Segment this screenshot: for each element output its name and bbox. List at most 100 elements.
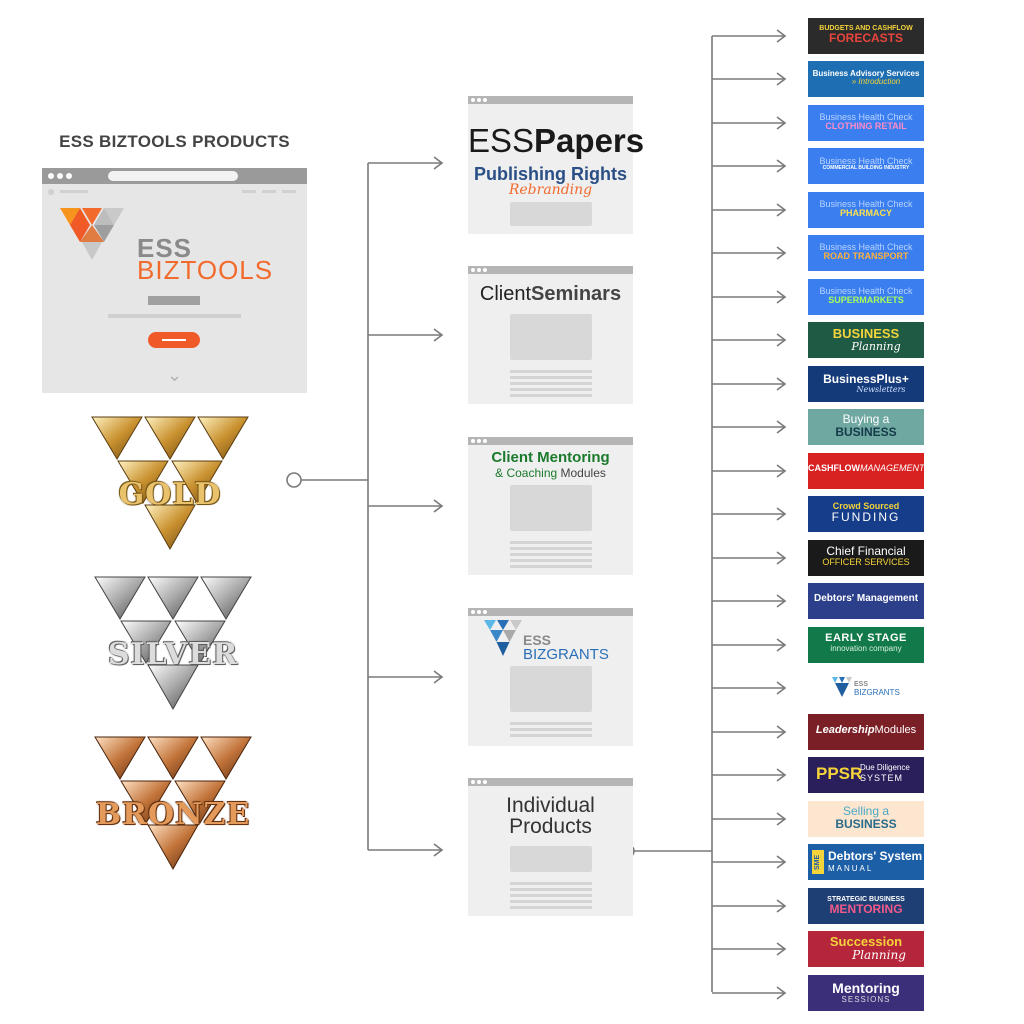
arrow-head-icon	[776, 72, 787, 86]
product-line1: Debtors' Management	[813, 593, 919, 604]
gold-tier-badge[interactable]: GOLD	[90, 415, 250, 555]
product-crowd-funding[interactable]: Crowd Sourced FUNDING	[808, 496, 924, 532]
silver-triangle-icon	[94, 576, 252, 711]
card-text-line	[510, 388, 592, 391]
card-bizgrants[interactable]: ESS BIZGRANTS	[468, 608, 633, 746]
client-text: Client	[479, 283, 532, 305]
arrow-head-icon	[776, 290, 787, 304]
product-selling-business[interactable]: Selling a BUSINESS	[808, 801, 924, 837]
card-individual-products[interactable]: Individual Products	[468, 778, 633, 916]
arrow-head-icon	[776, 899, 787, 913]
arrow-head-icon	[776, 638, 787, 652]
card-toolbar	[468, 437, 633, 445]
bronze-triangle-icon	[94, 736, 252, 871]
product-succession-planning[interactable]: Succession Planning	[808, 931, 924, 967]
card-text-line	[510, 394, 592, 397]
product-health-commercial[interactable]: Business Health Check COMMERCIAL BUILDIN…	[808, 148, 924, 184]
silver-label: SILVER	[107, 637, 239, 672]
arrow-head-icon	[776, 159, 787, 173]
card-text-line	[510, 541, 592, 544]
product-line2: CLOTHING RETAIL	[825, 121, 907, 132]
card-toolbar	[468, 778, 633, 786]
product-line2: COMMERCIAL BUILDING INDUSTRY	[822, 165, 910, 172]
product-budgets-forecasts[interactable]: BUDGETS AND CASHFLOW FORECASTS	[808, 18, 924, 54]
product-health-pharmacy[interactable]: Business Health Check PHARMACY	[808, 192, 924, 228]
cta-button[interactable]	[148, 332, 200, 348]
arrow-head-icon	[776, 116, 787, 130]
bronze-tier-badge[interactable]: BRONZE	[93, 735, 253, 875]
product-line1: Business Health Check	[819, 199, 913, 209]
product-line1: Business Advisory Services	[812, 69, 920, 78]
card-text-line	[510, 882, 592, 885]
window-dot-icon	[66, 173, 72, 179]
product-line1: BUDGETS AND CASHFLOW	[819, 25, 913, 32]
product-ppsr-system[interactable]: PPSR Due Diligence SYSTEM	[808, 757, 924, 793]
product-line1: Business Health Check	[819, 156, 913, 166]
product-leadership-modules[interactable]: LeadershipModules	[808, 714, 924, 750]
product-line2-wrap: » Introduction	[808, 78, 924, 86]
product-line1: Crowd Sourced	[832, 501, 900, 511]
product-line1: Succession	[829, 934, 903, 949]
product-line1: Business Health Check	[819, 286, 913, 296]
product-strategic-mentoring[interactable]: STRATEGIC BUSINESS MENTORING	[808, 888, 924, 924]
esspapers-papers-text: Papers	[534, 122, 645, 159]
product-business-planning[interactable]: BUSINESS Planning	[808, 322, 924, 358]
product-line1: Leadership	[815, 724, 875, 736]
product-ess-bizgrants[interactable]: ESS BIZGRANTS	[808, 670, 924, 706]
nav-dot	[48, 189, 54, 195]
card-text-line	[510, 894, 592, 897]
product-line2: MENTORING	[829, 902, 903, 917]
section-heading: ESS BIZTOOLS PRODUCTS	[59, 132, 290, 151]
product-line3: SYSTEM	[860, 773, 904, 783]
product-line1: Buying a	[842, 412, 890, 426]
card-client-mentoring[interactable]: Client Mentoring & Coaching Modules	[468, 437, 633, 575]
ess-triangle-logo-icon	[60, 208, 124, 260]
browser-toolbar	[42, 168, 307, 184]
card-client-seminars[interactable]: ClientSeminars	[468, 266, 633, 404]
product-title: CASHFLOWMANAGEMENT	[808, 463, 924, 473]
products-text: Products	[509, 815, 592, 838]
placeholder-heading	[148, 296, 200, 305]
arrow-head-icon	[776, 420, 787, 434]
product-line1: ESS	[854, 681, 869, 688]
product-businessplus-newsletters[interactable]: BusinessPlus+ Newsletters	[808, 366, 924, 402]
product-debtors-management[interactable]: Debtors' Management	[808, 583, 924, 619]
product-line2: FORECASTS	[828, 31, 903, 46]
product-line2: OFFICER SERVICES	[822, 556, 910, 567]
product-line1: BusinessPlus+	[823, 372, 909, 386]
product-line2: SUPERMARKETS	[828, 295, 904, 306]
product-health-supermarkets[interactable]: Business Health Check SUPERMARKETS	[808, 279, 924, 315]
logo-biztools-text: BIZTOOLS	[137, 255, 274, 285]
product-sme-debtors-system[interactable]: SME Debtors' System MANUAL	[808, 844, 924, 880]
product-health-clothing[interactable]: Business Health Check CLOTHING RETAIL	[808, 105, 924, 141]
product-line2: Modules	[874, 724, 917, 736]
product-business-advisory[interactable]: Business Advisory Services » Introductio…	[808, 61, 924, 97]
product-health-road-transport[interactable]: Business Health Check ROAD TRANSPORT	[808, 235, 924, 271]
card-text-line	[510, 906, 592, 909]
product-line1: Debtors' System	[828, 849, 923, 863]
chevron-down-icon[interactable]: ⌄	[167, 365, 183, 385]
product-cashflow-management[interactable]: CASHFLOWMANAGEMENT	[808, 453, 924, 489]
card-image-placeholder	[510, 846, 592, 872]
arrow-head-icon	[776, 855, 787, 869]
product-cfo-services[interactable]: Chief Financial OFFICER SERVICES	[808, 540, 924, 576]
card-esspapers[interactable]: ESSPapers Publishing Rights Rebranding	[468, 96, 644, 234]
esspapers-logo: ESSPapers	[468, 122, 644, 160]
esspapers-ess-text: ESS	[468, 122, 535, 159]
card-image-placeholder	[510, 314, 592, 360]
arrow-head-icon	[776, 246, 787, 260]
product-early-stage[interactable]: EARLY STAGE innovation company	[808, 627, 924, 663]
card-text-line	[510, 382, 592, 385]
product-mentoring-sessions[interactable]: Mentoring SESSIONS	[808, 975, 924, 1011]
card-toolbar	[468, 96, 633, 104]
product-line2: ROAD TRANSPORT	[823, 251, 909, 262]
product-line1: EARLY STAGE	[825, 632, 907, 644]
window-dot-icon	[48, 173, 54, 179]
product-line2: Due Diligence	[860, 763, 910, 772]
silver-tier-badge[interactable]: SILVER	[93, 575, 253, 715]
product-buying-business[interactable]: Buying a BUSINESS	[808, 409, 924, 445]
product-line2: Introduction	[858, 77, 901, 87]
arrow-head-icon	[776, 29, 787, 43]
arrow-head-icon	[776, 986, 787, 1000]
